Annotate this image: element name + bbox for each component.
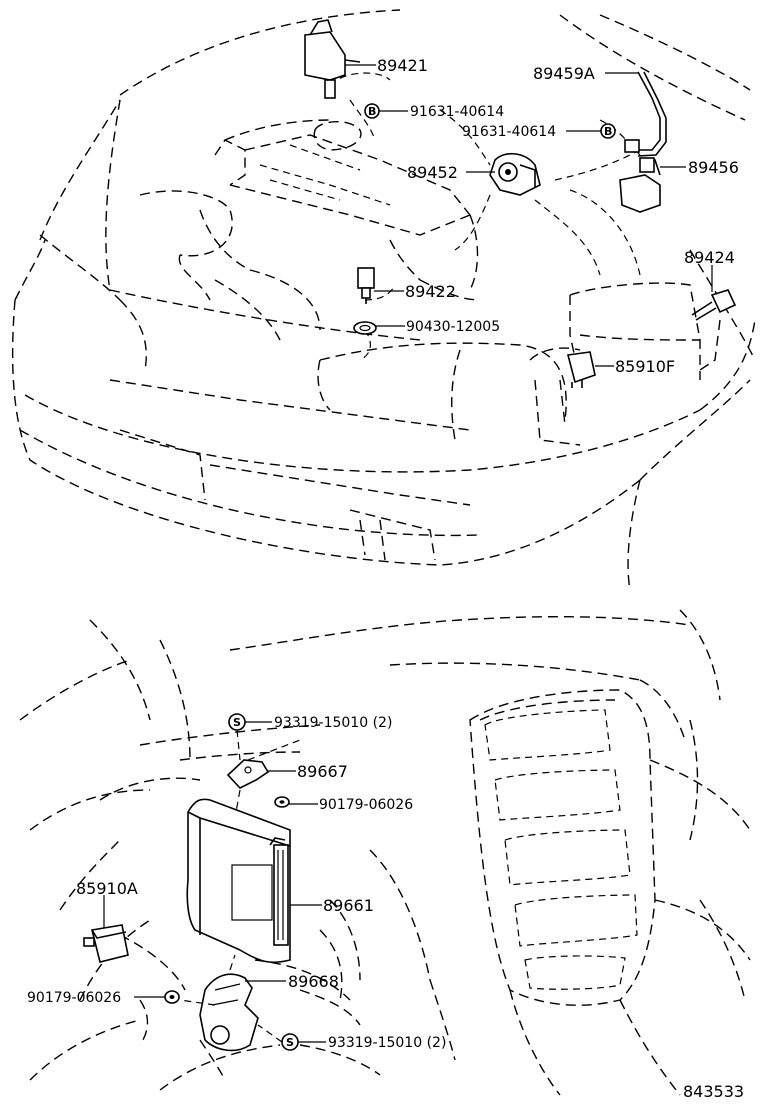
label-90179-06026-b: 90179-06026 bbox=[27, 990, 121, 1006]
label-90430-12005: 90430-12005 bbox=[406, 319, 500, 335]
screw-93319-b-icon: S bbox=[257, 1024, 299, 1051]
upper-callouts: 89421 91631-40614 89459A 91631-40614 894… bbox=[345, 56, 739, 376]
assembly-line bbox=[235, 789, 241, 813]
assembly-line bbox=[229, 954, 236, 971]
part-89456-sensor-icon bbox=[619, 157, 661, 213]
nut-90179-b-icon bbox=[164, 990, 180, 1004]
nut-90179-a-icon bbox=[274, 796, 290, 808]
part-89422-sensor-icon bbox=[357, 267, 375, 304]
label-89661: 89661 bbox=[323, 896, 374, 915]
label-89459A: 89459A bbox=[533, 64, 595, 83]
part-89459A-bracket-icon bbox=[624, 71, 667, 157]
label-89452: 89452 bbox=[407, 163, 458, 182]
svg-text:S: S bbox=[286, 1036, 294, 1049]
label-85910F: 85910F bbox=[615, 357, 675, 376]
gasket-90430-icon bbox=[353, 321, 377, 335]
part-85910A-relay-icon bbox=[83, 924, 129, 963]
part-89424-sensor-icon bbox=[691, 289, 737, 321]
label-89667: 89667 bbox=[297, 762, 348, 781]
bolt-91631-icon: B bbox=[364, 103, 380, 119]
label-93319-15010-b: 93319-15010 (2) bbox=[328, 1035, 446, 1051]
label-89424: 89424 bbox=[684, 248, 735, 267]
svg-text:B: B bbox=[368, 105, 376, 118]
assembly-line bbox=[247, 739, 301, 761]
lower-callouts: 93319-15010 (2) 89667 90179-06026 85910A… bbox=[27, 715, 744, 1101]
label-89422: 89422 bbox=[405, 282, 456, 301]
label-85910A: 85910A bbox=[76, 879, 138, 898]
part-85910F-relay-icon bbox=[566, 351, 596, 388]
label-89421: 89421 bbox=[377, 56, 428, 75]
label-91631-40614-b: 91631-40614 bbox=[462, 124, 556, 140]
label-91631-40614-a: 91631-40614 bbox=[410, 104, 504, 120]
part-89452-throttle-sensor-icon bbox=[489, 152, 541, 196]
bolt-91631-b-icon: B bbox=[600, 123, 616, 139]
svg-text:S: S bbox=[233, 716, 241, 729]
part-89661-ecu-icon bbox=[186, 798, 291, 964]
label-89668: 89668 bbox=[288, 972, 339, 991]
part-89667-bracket-icon bbox=[226, 759, 270, 789]
part-89668-bracket-icon bbox=[199, 973, 259, 1052]
svg-text:B: B bbox=[604, 125, 612, 138]
engine-bay-outline bbox=[11, 9, 756, 591]
label-89456: 89456 bbox=[688, 158, 739, 177]
label-93319-15010-a: 93319-15010 (2) bbox=[274, 715, 392, 731]
cabin-outline bbox=[19, 609, 751, 1096]
part-89421-sensor-icon bbox=[304, 19, 361, 99]
assembly-line bbox=[179, 999, 216, 1006]
diagram-code: 843533 bbox=[683, 1082, 744, 1101]
label-90179-06026-a: 90179-06026 bbox=[319, 797, 413, 813]
screw-93319-a-icon: S bbox=[228, 713, 246, 761]
